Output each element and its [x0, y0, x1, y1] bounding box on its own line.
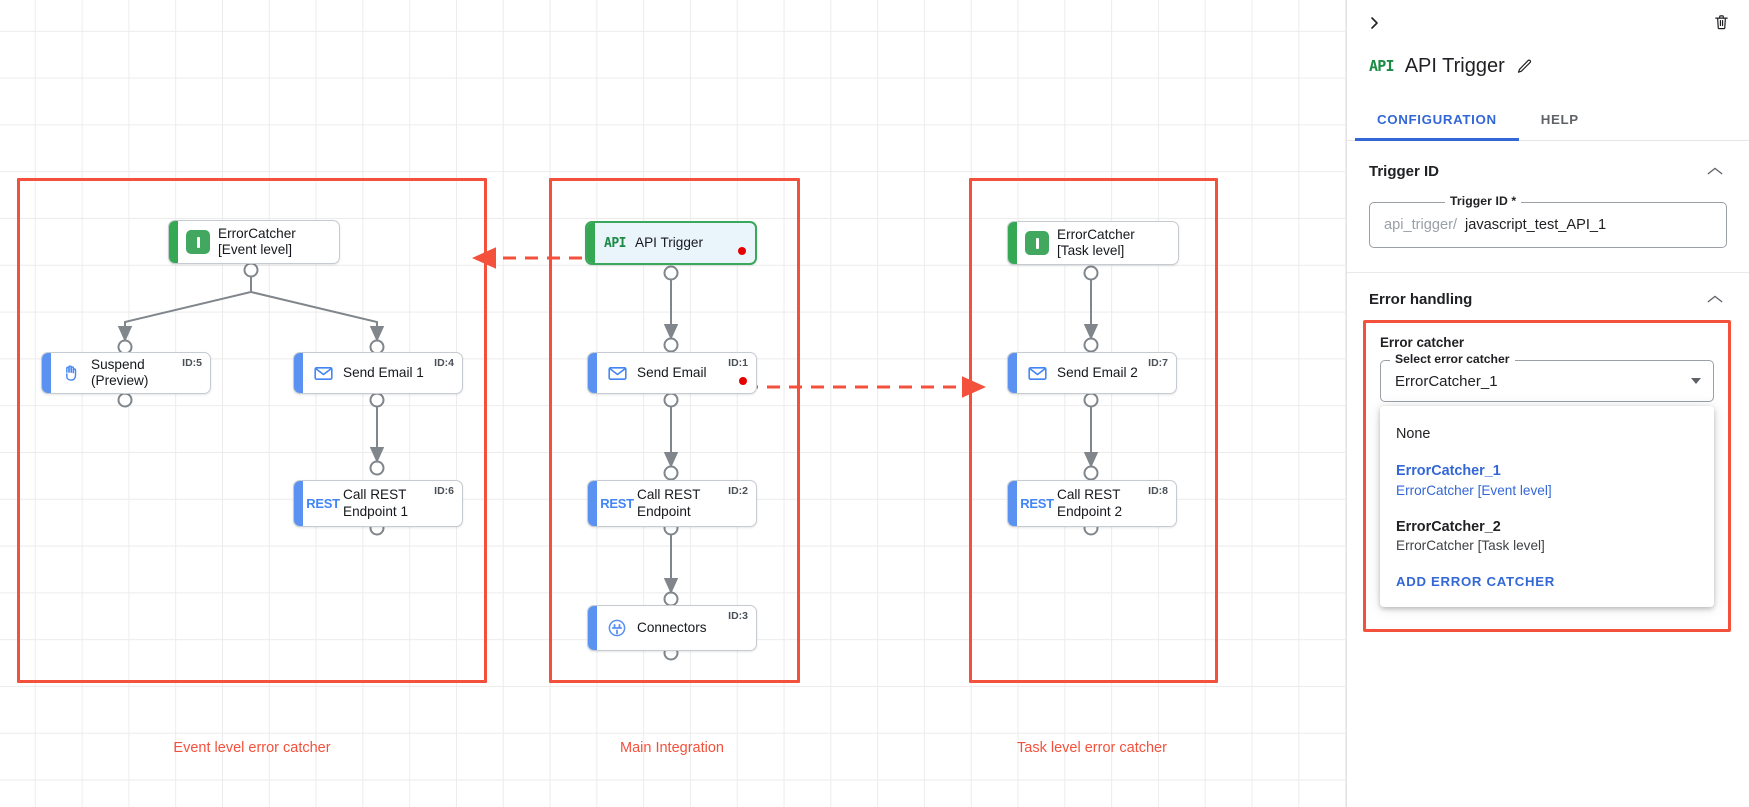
- hand-icon: [51, 363, 91, 383]
- node-send-email-1[interactable]: Send Email 1 ID:4: [293, 352, 463, 394]
- node-accent-stripe: [169, 221, 178, 263]
- node-accent-stripe: [587, 223, 595, 263]
- menu-item-secondary: ErrorCatcher [Event level]: [1396, 482, 1552, 498]
- error-handling-heading: Error handling: [1369, 291, 1473, 308]
- error-catcher-label: Error catcher: [1380, 335, 1465, 350]
- node-accent-stripe: [1008, 353, 1017, 393]
- node-title: Send Email 2: [1057, 364, 1138, 380]
- task-level-group-label: Task level error catcher: [1017, 740, 1167, 756]
- node-id-tag: ID:8: [1148, 485, 1168, 497]
- node-send-email[interactable]: Send Email ID:1: [587, 352, 757, 394]
- api-icon: API: [604, 235, 626, 251]
- node-id-tag: ID:6: [434, 485, 454, 497]
- node-accent-stripe: [588, 606, 597, 650]
- panel-toolbar: [1347, 0, 1749, 46]
- node-id-tag: ID:2: [728, 485, 748, 497]
- task-level-group[interactable]: [969, 178, 1218, 683]
- connectors-icon: [597, 617, 637, 639]
- menu-item-errorcatcher-2[interactable]: ErrorCatcher_2 ErrorCatcher [Task level]: [1380, 509, 1714, 565]
- rest-icon: REST: [306, 496, 340, 511]
- chevron-down-icon[interactable]: [1691, 378, 1701, 384]
- node-accent-stripe: [42, 353, 51, 393]
- workflow-canvas[interactable]: Event level error catcher Main Integrati…: [0, 0, 1346, 807]
- menu-item-primary: None: [1396, 426, 1431, 442]
- node-title: Call REST Endpoint 1: [343, 487, 409, 519]
- error-catcher-region: Error catcher Select error catcher Error…: [1363, 320, 1731, 633]
- error-handling-section-header[interactable]: Error handling: [1347, 273, 1749, 314]
- panel-tabs: CONFIGURATION HELP: [1347, 100, 1749, 141]
- node-accent-stripe: [1008, 222, 1017, 264]
- node-title: Suspend (Preview): [91, 356, 149, 388]
- trigger-id-input[interactable]: javascript_test_API_1: [1465, 217, 1607, 233]
- node-accent-stripe: [294, 353, 303, 393]
- chevron-up-icon[interactable]: [1707, 292, 1723, 307]
- rest-icon: REST: [600, 496, 634, 511]
- node-accent-stripe: [588, 481, 597, 526]
- section-divider: [1347, 272, 1749, 273]
- tab-configuration[interactable]: CONFIGURATION: [1355, 100, 1519, 141]
- node-title: Send Email: [637, 364, 707, 380]
- node-errorcatcher-event[interactable]: ErrorCatcher [Event level]: [168, 220, 340, 264]
- node-errorcatcher-task[interactable]: ErrorCatcher [Task level]: [1007, 221, 1179, 265]
- chevron-right-icon[interactable]: [1359, 8, 1389, 38]
- select-error-catcher-value: ErrorCatcher_1: [1395, 372, 1498, 390]
- main-integration-group[interactable]: [549, 178, 800, 683]
- trigger-id-field-label: Trigger ID *: [1445, 194, 1522, 208]
- node-error-indicator: [738, 247, 746, 255]
- side-panel: API API Trigger CONFIGURATION HELP Trigg…: [1346, 0, 1749, 807]
- node-call-rest-endpoint[interactable]: REST Call REST Endpoint ID:2: [587, 480, 757, 527]
- node-id-tag: ID:1: [728, 357, 748, 369]
- node-connectors[interactable]: Connectors ID:3: [587, 605, 757, 651]
- node-accent-stripe: [588, 353, 597, 393]
- node-id-tag: ID:5: [182, 357, 202, 369]
- menu-item-primary: ErrorCatcher_1: [1396, 463, 1501, 480]
- node-title: Connectors: [637, 619, 707, 635]
- error-catcher-icon: [178, 230, 218, 254]
- menu-item-errorcatcher-1[interactable]: ErrorCatcher_1 ErrorCatcher [Event level…: [1380, 453, 1714, 509]
- menu-item-none[interactable]: None: [1380, 416, 1714, 453]
- node-title: Send Email 1: [343, 364, 424, 380]
- node-suspend-preview[interactable]: Suspend (Preview) ID:5: [41, 352, 211, 394]
- envelope-icon: [1017, 363, 1057, 384]
- node-id-tag: ID:4: [434, 357, 454, 369]
- node-call-rest-endpoint-2[interactable]: REST Call REST Endpoint 2 ID:8: [1007, 480, 1177, 527]
- tab-help[interactable]: HELP: [1540, 112, 1579, 127]
- node-id-tag: ID:3: [728, 610, 748, 622]
- event-level-group[interactable]: [17, 178, 487, 683]
- node-title: ErrorCatcher [Event level]: [218, 225, 296, 257]
- node-api-trigger[interactable]: API API Trigger: [585, 221, 757, 265]
- select-error-catcher[interactable]: Select error catcher ErrorCatcher_1: [1380, 352, 1714, 402]
- node-call-rest-endpoint-1[interactable]: REST Call REST Endpoint 1 ID:6: [293, 480, 463, 527]
- node-title: Call REST Endpoint: [637, 487, 701, 519]
- node-send-email-2[interactable]: Send Email 2 ID:7: [1007, 352, 1177, 394]
- select-error-catcher-label: Select error catcher: [1390, 352, 1515, 366]
- page-title: API Trigger: [1404, 54, 1505, 77]
- node-id-tag: ID:7: [1148, 357, 1168, 369]
- api-icon: API: [1369, 57, 1394, 75]
- envelope-icon: [303, 363, 343, 384]
- node-title: Call REST Endpoint 2: [1057, 487, 1123, 519]
- node-error-indicator: [739, 377, 747, 385]
- event-level-group-label: Event level error catcher: [173, 740, 331, 756]
- error-catcher-dropdown-menu: None ErrorCatcher_1 ErrorCatcher [Event …: [1380, 406, 1714, 608]
- envelope-icon: [597, 363, 637, 384]
- main-integration-group-label: Main Integration: [620, 740, 724, 756]
- node-accent-stripe: [294, 481, 303, 526]
- add-error-catcher-button[interactable]: ADD ERROR CATCHER: [1396, 574, 1555, 590]
- trigger-id-section-header[interactable]: Trigger ID: [1347, 141, 1749, 198]
- trigger-id-prefix: api_trigger/: [1384, 217, 1458, 233]
- node-accent-stripe: [1008, 481, 1017, 526]
- trash-icon[interactable]: [1707, 8, 1735, 36]
- panel-header: API API Trigger: [1347, 46, 1749, 86]
- chevron-up-icon[interactable]: [1707, 164, 1723, 179]
- node-title: ErrorCatcher [Task level]: [1057, 226, 1135, 258]
- error-catcher-icon: [1017, 231, 1057, 255]
- node-title: API Trigger: [635, 234, 703, 250]
- menu-item-secondary: ErrorCatcher [Task level]: [1396, 538, 1545, 554]
- pencil-icon[interactable]: [1516, 58, 1533, 75]
- rest-icon: REST: [1020, 496, 1054, 511]
- trigger-id-field[interactable]: Trigger ID * api_trigger/ javascript_tes…: [1369, 194, 1727, 248]
- trigger-id-heading: Trigger ID: [1369, 163, 1440, 180]
- menu-item-primary: ErrorCatcher_2: [1396, 518, 1501, 535]
